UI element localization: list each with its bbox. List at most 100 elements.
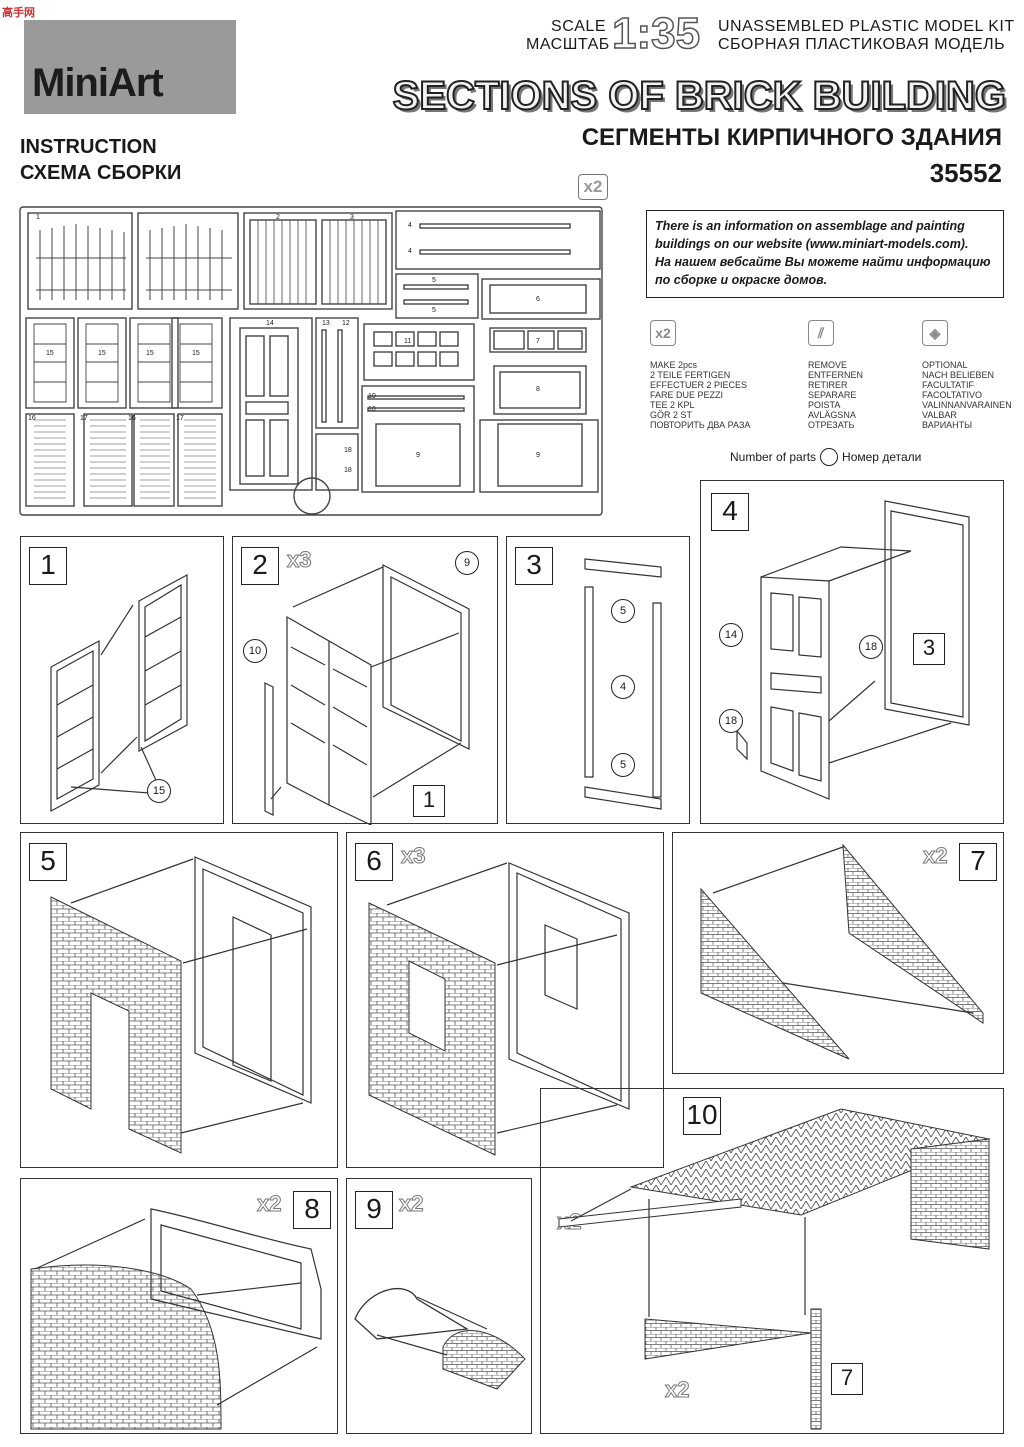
step-3-panel: 3 5 4 5: [506, 536, 690, 824]
part-number: 15: [98, 350, 106, 357]
scale-value: 1:35: [611, 9, 701, 58]
part-callout: 15: [147, 779, 171, 803]
step-5-drawing: [50, 856, 312, 1154]
legend-line: SEPARARE: [808, 390, 857, 400]
legend-line: GÖR 2 ST: [650, 410, 693, 420]
part-number: 18: [344, 447, 352, 454]
step-number: 8: [293, 1191, 331, 1229]
legend-text: MAKE 2pcs 2 TEILE FERTIGEN EFFECTUER 2 P…: [650, 360, 750, 430]
legend-make-2: x2 MAKE 2pcs 2 TEILE FERTIGEN EFFECTUER …: [650, 320, 750, 430]
legend-line: ENTFERNEN: [808, 370, 864, 380]
step-number: 5: [29, 843, 67, 881]
step-1-panel: 1 15: [20, 536, 224, 824]
legend-line: EFFECTUER 2 PIECES: [650, 380, 748, 390]
scale-label: SCALE МАСШТАБ: [526, 18, 609, 54]
part-number: 10: [368, 406, 376, 413]
part-number: 7: [536, 338, 540, 345]
sprue-multiplier-badge: x2: [578, 174, 608, 200]
circle-icon: [820, 448, 839, 466]
step-number: 6: [355, 843, 393, 881]
step-4-panel: 4 14 18 18 3: [700, 480, 1004, 824]
legend-line: TEE 2 KPL: [650, 400, 695, 410]
step-10-panel: 10 x2 x2 7: [540, 1088, 1004, 1434]
kit-type-ru: СБОРНАЯ ПЛАСТИКОВАЯ МОДЕЛЬ: [718, 36, 1006, 53]
cut-icon: ⫽: [808, 320, 834, 346]
info-text-ru: На нашем вебсайте Вы можете найти информ…: [655, 255, 991, 287]
parts-legend-left: Number of parts: [730, 450, 817, 464]
part-number: 3: [350, 214, 354, 221]
part-number: 16: [128, 415, 136, 422]
kit-code: 35552: [929, 158, 1002, 188]
step-number: 1: [29, 547, 67, 585]
parts-legend-right: Номер детали: [842, 450, 922, 464]
part-number: 16: [28, 415, 36, 422]
part-number: 8: [536, 386, 540, 393]
legend-line: AVLÄGSNA: [808, 410, 856, 420]
step-7-drawing: [700, 843, 984, 1060]
part-number: 1: [36, 214, 40, 221]
info-text-en: There is an information on assemblage an…: [655, 219, 969, 251]
part-number: 9: [416, 452, 420, 459]
step-1-drawing: [50, 573, 188, 813]
part-number: 4: [408, 222, 412, 229]
brand-logo: MiniArt: [24, 20, 236, 114]
part-callout: 18: [719, 709, 743, 733]
step-8-drawing: [30, 1208, 322, 1430]
step-number: 3: [515, 547, 553, 585]
legend-optional: ◈ OPTIONAL NACH BELIEBEN FACULTATIF FACO…: [922, 320, 1012, 430]
step-multiplier-2: x2: [664, 1377, 690, 1403]
legend-text: REMOVE ENTFERNEN RETIRER SEPARARE POISTA…: [808, 360, 863, 430]
step-number: 10: [683, 1097, 721, 1135]
step-6-panel: 6 x3: [346, 832, 664, 1168]
title-ru: СЕГМЕНТЫ КИРПИЧНОГО ЗДАНИЯ: [581, 124, 1002, 151]
legend-line: VALINNANVARAINEN: [922, 400, 1012, 410]
step-ref: 3: [913, 633, 945, 665]
step-number: 4: [711, 493, 749, 531]
instruction-ru: СХЕМА СБОРКИ: [20, 162, 182, 184]
part-callout: 5: [611, 753, 635, 777]
step-4-drawing: [736, 500, 970, 800]
title-en: SECTIONS OF BRICK BUILDING: [392, 73, 1007, 119]
watermark: 高手网: [2, 7, 35, 19]
part-number: 5: [432, 277, 436, 284]
step-multiplier: x2: [922, 843, 948, 869]
part-number: 4: [408, 248, 412, 255]
part-number: 15: [46, 350, 54, 357]
part-number: 14: [266, 320, 274, 327]
step-multiplier: x3: [286, 547, 312, 573]
step-multiplier: x2: [398, 1191, 424, 1217]
part-callout: 18: [859, 635, 883, 659]
step-7-panel: 7 x2: [672, 832, 1004, 1074]
step-3-drawing: [584, 558, 662, 810]
step-number: 9: [355, 1191, 393, 1229]
legend-line: OPTIONAL: [922, 360, 968, 370]
part-number: 5: [432, 307, 436, 314]
step-9-panel: 9 x2: [346, 1178, 532, 1434]
step-ref: 1: [413, 785, 445, 817]
part-number: 11: [404, 338, 412, 345]
brand-name: MiniArt: [32, 61, 164, 105]
multiply-2-icon: x2: [650, 320, 676, 346]
kit-type: UNASSEMBLED PLASTIC MODEL KIT СБОРНАЯ ПЛ…: [718, 18, 1015, 54]
step-6-drawing: [368, 862, 630, 1156]
part-callout: 9: [455, 551, 479, 575]
part-number: 10: [368, 393, 376, 400]
legend-line: FACULTATIF: [922, 380, 975, 390]
legend-line: RETIRER: [808, 380, 848, 390]
part-number: 9: [536, 452, 540, 459]
part-number: 15: [146, 350, 154, 357]
parts-legend: Number of parts Номер детали: [730, 448, 921, 466]
legend-line: POISTA: [808, 400, 841, 410]
instruction-en: INSTRUCTION: [20, 136, 157, 158]
step-2-panel: 2 x3 9 10 1: [232, 536, 498, 825]
legend-line: FARE DUE PEZZI: [650, 390, 724, 400]
part-number: 13: [322, 320, 330, 327]
website-info-box: There is an information on assemblage an…: [646, 210, 1004, 298]
step-number: 2: [241, 547, 279, 585]
step-number: 7: [959, 843, 997, 881]
scale-label-en: SCALE: [551, 18, 606, 35]
legend-line: VALBAR: [922, 410, 957, 420]
part-number: 15: [192, 350, 200, 357]
legend-line: ВАРИАНТЫ: [922, 420, 973, 430]
legend-remove: ⫽ REMOVE ENTFERNEN RETIRER SEPARARE POIS…: [808, 320, 863, 430]
